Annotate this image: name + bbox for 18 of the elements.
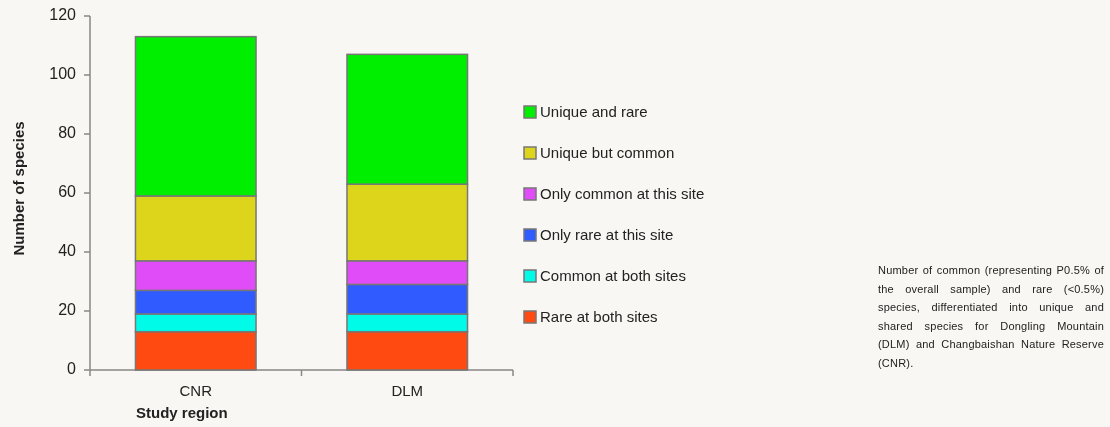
axis-tick-label: 100 (49, 65, 76, 83)
category-label: DLM (390, 382, 425, 399)
axis-tick-label: 20 (58, 301, 76, 319)
axis-tick-label: 80 (58, 124, 76, 142)
legend-label: Unique and rare (540, 103, 648, 120)
legend-label: Only common at this site (540, 185, 705, 202)
legend-label: Common at both sites (540, 267, 686, 284)
axis-tick-label: 0 (67, 360, 76, 378)
caption: Number of common (representing P0.5% of the overall sample) and rare (<0.5%) species, differentiated into unique and shared species for Dongling Mountain (DLM) and Changbaishan Nature Reserve (CNR). (878, 263, 1104, 371)
legend-label: Rare at both sites (540, 308, 658, 325)
legend-label: Unique but common (540, 144, 675, 161)
axis-tick-label: 120 (49, 6, 76, 24)
category-label: CNR (178, 382, 213, 399)
legend-label: Only rare at this site (540, 226, 674, 243)
axis-title: Study region (136, 404, 228, 421)
axis-tick-label: 40 (58, 242, 76, 260)
axis-tick-label: 60 (58, 183, 76, 201)
axis-title: Number of species (9, 120, 27, 258)
